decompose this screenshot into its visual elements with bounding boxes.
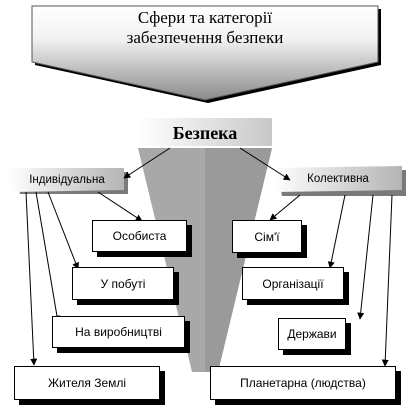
arrow-to-collective — [239, 147, 291, 181]
box-planetary: Планетарна (людства) — [210, 366, 396, 400]
header-arrow — [31, 5, 381, 103]
safety-funnel — [138, 148, 272, 372]
header-line-2: забезпечення безпеки — [126, 28, 284, 47]
box-personal: Особиста — [92, 220, 187, 252]
connector-arrows — [25, 147, 393, 367]
box-household: У побуті — [72, 267, 174, 300]
box-workplace: На виробництві — [52, 316, 185, 348]
arrow-to-planetary — [381, 194, 393, 367]
arrow-to-individual — [123, 147, 171, 179]
collective-label: Колективна — [307, 173, 369, 185]
arrow-to-family — [269, 194, 301, 221]
arrow-to-state — [357, 194, 374, 320]
arrow-to-earth-resident — [25, 191, 38, 366]
main-label-block — [138, 118, 272, 146]
box-earth-resident: Жителя Землі — [14, 366, 160, 400]
collective-category-block — [272, 166, 406, 196]
header-title: Сфери та категорії забезпечення безпеки — [80, 8, 330, 48]
arrow-to-organization — [327, 194, 346, 269]
box-family: Сім'ї — [232, 220, 302, 253]
arrow-to-personal — [97, 191, 143, 222]
box-state: Держави — [278, 318, 346, 350]
header-line-1: Сфери та категорії — [137, 8, 273, 27]
arrow-to-household — [47, 191, 79, 270]
main-label: Безпека — [172, 122, 238, 143]
individual-label: Індивідуальна — [29, 174, 105, 186]
arrow-to-workplace — [35, 191, 61, 323]
box-organization: Організації — [242, 267, 344, 300]
individual-category-block — [8, 168, 128, 194]
